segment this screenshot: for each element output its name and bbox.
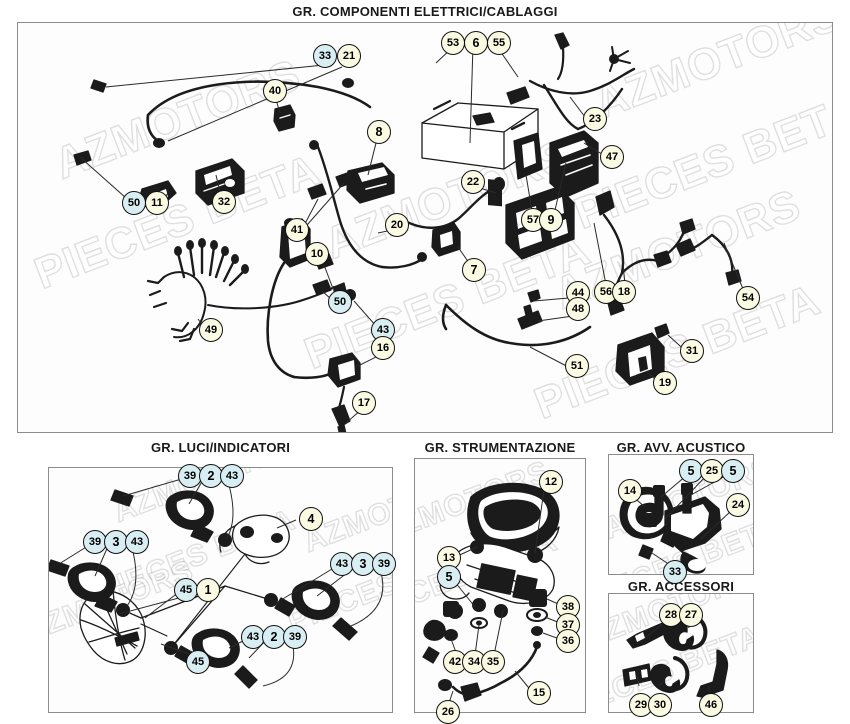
callout-componenti-16[interactable]: 16 <box>371 336 395 360</box>
callout-componenti-22[interactable]: 22 <box>461 170 485 194</box>
callout-strumentazione-36[interactable]: 36 <box>556 629 580 653</box>
callout-accessori-27[interactable]: 27 <box>679 603 703 627</box>
panel-title-strumentazione: GR. STRUMENTAZIONE <box>424 440 576 455</box>
watermark-layer-luci: AZMOTORS PIECES BETA AZMOTORS PIECES BET… <box>49 468 392 712</box>
callout-componenti-54[interactable]: 54 <box>736 286 760 310</box>
callout-componenti-32[interactable]: 32 <box>212 190 236 214</box>
callout-componenti-19[interactable]: 19 <box>653 371 677 395</box>
panel-luci-indicatori: AZMOTORS PIECES BETA AZMOTORS PIECES BET… <box>48 467 393 713</box>
watermark-line1: AZMOTORS <box>317 129 578 269</box>
callout-componenti-53[interactable]: 53 <box>441 31 465 55</box>
callout-componenti-41[interactable]: 41 <box>285 218 309 242</box>
watermark-line1: AZMOTORS <box>77 23 338 30</box>
callout-acustico-24[interactable]: 24 <box>726 493 750 517</box>
panel-title-accessori: GR. ACCESSORI <box>627 579 735 594</box>
callout-componenti-6[interactable]: 6 <box>464 31 488 55</box>
callout-componenti-20[interactable]: 20 <box>385 213 409 237</box>
callout-componenti-17[interactable]: 17 <box>352 391 376 415</box>
callout-acustico-33[interactable]: 33 <box>663 560 687 584</box>
watermark-line1: AZMOTORS <box>49 553 199 649</box>
callout-componenti-51[interactable]: 51 <box>565 354 589 378</box>
callout-componenti-47[interactable]: 47 <box>600 145 624 169</box>
callout-componenti-7[interactable]: 7 <box>462 258 486 282</box>
callout-luci-43[interactable]: 43 <box>125 530 149 554</box>
callout-luci-45[interactable]: 45 <box>174 578 198 602</box>
watermark-layer-componenti: AZMOTORS PIECES BETA AZMOTORS PIECES BET… <box>18 23 832 432</box>
callout-componenti-8[interactable]: 8 <box>367 120 391 144</box>
callout-luci-45[interactable]: 45 <box>186 650 210 674</box>
callout-componenti-48[interactable]: 48 <box>566 297 590 321</box>
artwork-luci <box>49 489 358 689</box>
callout-strumentazione-26[interactable]: 26 <box>436 700 460 724</box>
callout-strumentazione-12[interactable]: 12 <box>539 470 563 494</box>
panel-title-acustico: GR. AVV. ACUSTICO <box>616 440 746 455</box>
callout-componenti-23[interactable]: 23 <box>583 107 607 131</box>
callout-acustico-14[interactable]: 14 <box>618 479 642 503</box>
callout-acustico-5[interactable]: 5 <box>721 459 745 483</box>
callout-luci-43[interactable]: 43 <box>220 464 244 488</box>
callout-componenti-18[interactable]: 18 <box>612 280 636 304</box>
callout-componenti-50[interactable]: 50 <box>122 191 146 215</box>
callout-componenti-31[interactable]: 31 <box>680 339 704 363</box>
callout-luci-39[interactable]: 39 <box>283 625 307 649</box>
watermark-line1: AZMOTORS <box>47 49 308 189</box>
callout-componenti-49[interactable]: 49 <box>199 318 223 342</box>
callout-componenti-9[interactable]: 9 <box>539 208 563 232</box>
callout-componenti-21[interactable]: 21 <box>337 44 361 68</box>
watermark-line1: AZMOTORS <box>587 23 832 129</box>
panel-title-luci: GR. LUCI/INDICATORI <box>150 440 291 455</box>
callout-luci-1[interactable]: 1 <box>196 578 220 602</box>
watermark-line2: PIECES BETA <box>27 144 327 299</box>
watermark-line1: AZMOTORS <box>415 459 555 551</box>
callout-strumentazione-35[interactable]: 35 <box>481 650 505 674</box>
panel-componenti-elettrici: AZMOTORS PIECES BETA AZMOTORS PIECES BET… <box>17 22 833 433</box>
artwork-componenti <box>73 32 742 432</box>
callout-strumentazione-15[interactable]: 15 <box>527 681 551 705</box>
callout-componenti-40[interactable]: 40 <box>263 79 287 103</box>
callout-componenti-55[interactable]: 55 <box>487 31 511 55</box>
callout-componenti-11[interactable]: 11 <box>145 191 169 215</box>
callout-luci-39[interactable]: 39 <box>372 552 396 576</box>
callout-accessori-46[interactable]: 46 <box>699 693 723 717</box>
callout-componenti-50[interactable]: 50 <box>328 290 352 314</box>
leader-lines-luci <box>58 477 384 687</box>
callout-luci-4[interactable]: 4 <box>299 507 323 531</box>
callout-componenti-33[interactable]: 33 <box>313 44 337 68</box>
panel-title-componenti: GR. COMPONENTI ELETTRICI/CABLAGGI <box>292 4 558 19</box>
callout-accessori-30[interactable]: 30 <box>648 693 672 717</box>
leader-lines-componenti <box>79 44 749 424</box>
watermark-line2: PIECES BETA <box>282 532 392 639</box>
callout-strumentazione-5[interactable]: 5 <box>437 565 461 589</box>
watermark-line1: AZMOTORS <box>609 594 753 656</box>
callout-componenti-10[interactable]: 10 <box>305 242 329 266</box>
